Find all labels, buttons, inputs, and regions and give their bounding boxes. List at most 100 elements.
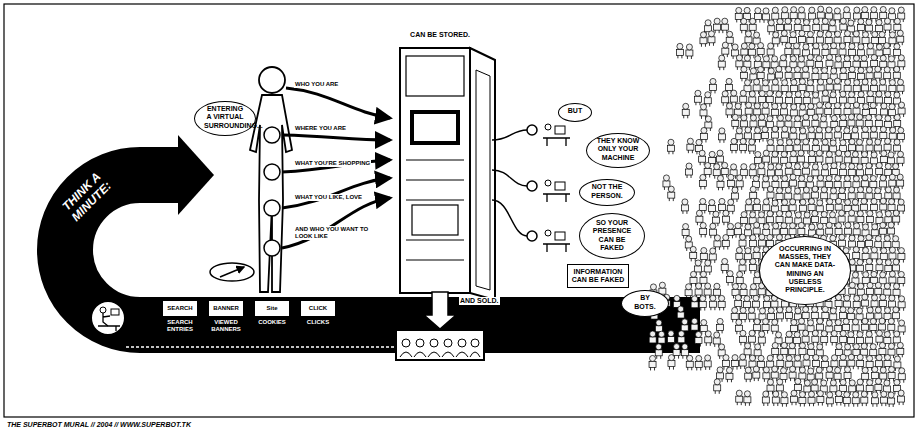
bot-figure bbox=[764, 188, 768, 191]
bot-figure bbox=[794, 24, 801, 30]
bot-figure bbox=[758, 120, 765, 126]
bot-figure bbox=[826, 13, 833, 19]
bot-figure bbox=[798, 156, 805, 162]
bot-figure bbox=[799, 199, 806, 214]
data-arrow bbox=[282, 198, 390, 248]
bot-figure bbox=[844, 222, 851, 237]
bot-figure bbox=[899, 283, 903, 286]
bot-figure bbox=[867, 199, 871, 202]
data-arrow bbox=[282, 135, 390, 140]
buyers-panel bbox=[471, 339, 479, 347]
bot-figure bbox=[786, 211, 792, 217]
bot-figure bbox=[866, 163, 872, 169]
bot-figure bbox=[686, 44, 692, 50]
bot-figure bbox=[798, 181, 805, 187]
bot-figure bbox=[762, 127, 768, 133]
bot-figure bbox=[898, 7, 904, 13]
bot-figure bbox=[763, 150, 769, 156]
bot-figure bbox=[722, 216, 729, 222]
bot-figure bbox=[885, 163, 891, 169]
bot-figure bbox=[777, 25, 784, 31]
bot-figure bbox=[826, 127, 832, 133]
bot-figure bbox=[681, 199, 688, 214]
bot-figure bbox=[681, 205, 688, 211]
bot-figure bbox=[736, 247, 742, 253]
bot-figure bbox=[699, 204, 706, 210]
bot-figure bbox=[871, 80, 877, 86]
bot-figure bbox=[830, 140, 836, 146]
bot-figure bbox=[888, 152, 894, 158]
bot-figure bbox=[786, 98, 793, 104]
bot-figure bbox=[880, 156, 887, 162]
bot-figure bbox=[740, 18, 747, 33]
bot-figure bbox=[732, 114, 738, 120]
bot-figure bbox=[750, 212, 756, 218]
bot-figure bbox=[822, 18, 829, 33]
bot-figure bbox=[709, 254, 716, 260]
bot-figure bbox=[880, 222, 886, 228]
bot-figure bbox=[822, 199, 826, 202]
bot-figure bbox=[804, 218, 811, 224]
bot-figure bbox=[754, 109, 761, 115]
bot-figure bbox=[871, 152, 877, 158]
bot-figure bbox=[763, 56, 769, 62]
bot-figure bbox=[854, 80, 860, 86]
bot-figure bbox=[759, 114, 765, 120]
bot-figure bbox=[777, 19, 783, 25]
bot-figure bbox=[813, 24, 820, 30]
bot-figure bbox=[715, 30, 719, 33]
bot-figure bbox=[830, 146, 837, 152]
buyers-panel bbox=[400, 352, 412, 357]
bot-figure bbox=[870, 13, 877, 19]
buyers-panel bbox=[414, 352, 426, 357]
bot-figure bbox=[849, 43, 855, 49]
bot-figure bbox=[838, 240, 845, 246]
bot-figure bbox=[764, 20, 768, 23]
bot-figure bbox=[849, 235, 855, 241]
bot-figure bbox=[857, 50, 864, 56]
bot-figure bbox=[754, 222, 760, 228]
bot-figure bbox=[853, 247, 859, 253]
bot-figure bbox=[884, 144, 891, 150]
bot-figure bbox=[757, 73, 764, 79]
bot-figure bbox=[839, 43, 845, 49]
bot-figure bbox=[696, 216, 703, 222]
bot-figure bbox=[898, 61, 905, 67]
bot-figure bbox=[783, 138, 787, 141]
bot-figure bbox=[798, 30, 805, 45]
bot-figure bbox=[853, 229, 860, 235]
bot-figure bbox=[885, 30, 889, 33]
bot-figure bbox=[809, 7, 815, 13]
bot-figure bbox=[700, 222, 707, 237]
bot-figure bbox=[745, 37, 752, 43]
bot-figure bbox=[866, 139, 873, 154]
bot-figure bbox=[740, 24, 747, 30]
bot-figure bbox=[849, 92, 855, 98]
bot-figure bbox=[857, 73, 864, 79]
bot-figure bbox=[736, 277, 743, 283]
bot-figure bbox=[885, 260, 891, 266]
bot-figure bbox=[803, 193, 810, 199]
bot-figure bbox=[844, 7, 850, 13]
bot-figure bbox=[704, 266, 711, 272]
bot-figure bbox=[791, 104, 797, 110]
bot-figure bbox=[831, 68, 837, 74]
bot-figure bbox=[708, 206, 715, 212]
bot-figure bbox=[702, 139, 706, 142]
bot-figure bbox=[835, 156, 842, 162]
bot-figure bbox=[736, 253, 743, 259]
bot-figure bbox=[717, 175, 723, 181]
bot-figure bbox=[723, 235, 729, 241]
bot-figure bbox=[894, 145, 901, 151]
bot-figure bbox=[811, 210, 818, 225]
bot-figure bbox=[844, 62, 851, 68]
bot-figure bbox=[775, 72, 782, 78]
bot-figure bbox=[745, 205, 752, 211]
bot-figure bbox=[881, 150, 887, 156]
person-figure bbox=[250, 95, 292, 292]
data-arrow bbox=[282, 160, 390, 172]
bot-figure bbox=[816, 206, 823, 212]
bot-figure bbox=[812, 192, 819, 198]
bot-figure bbox=[804, 91, 810, 97]
bot-figure bbox=[739, 234, 746, 249]
